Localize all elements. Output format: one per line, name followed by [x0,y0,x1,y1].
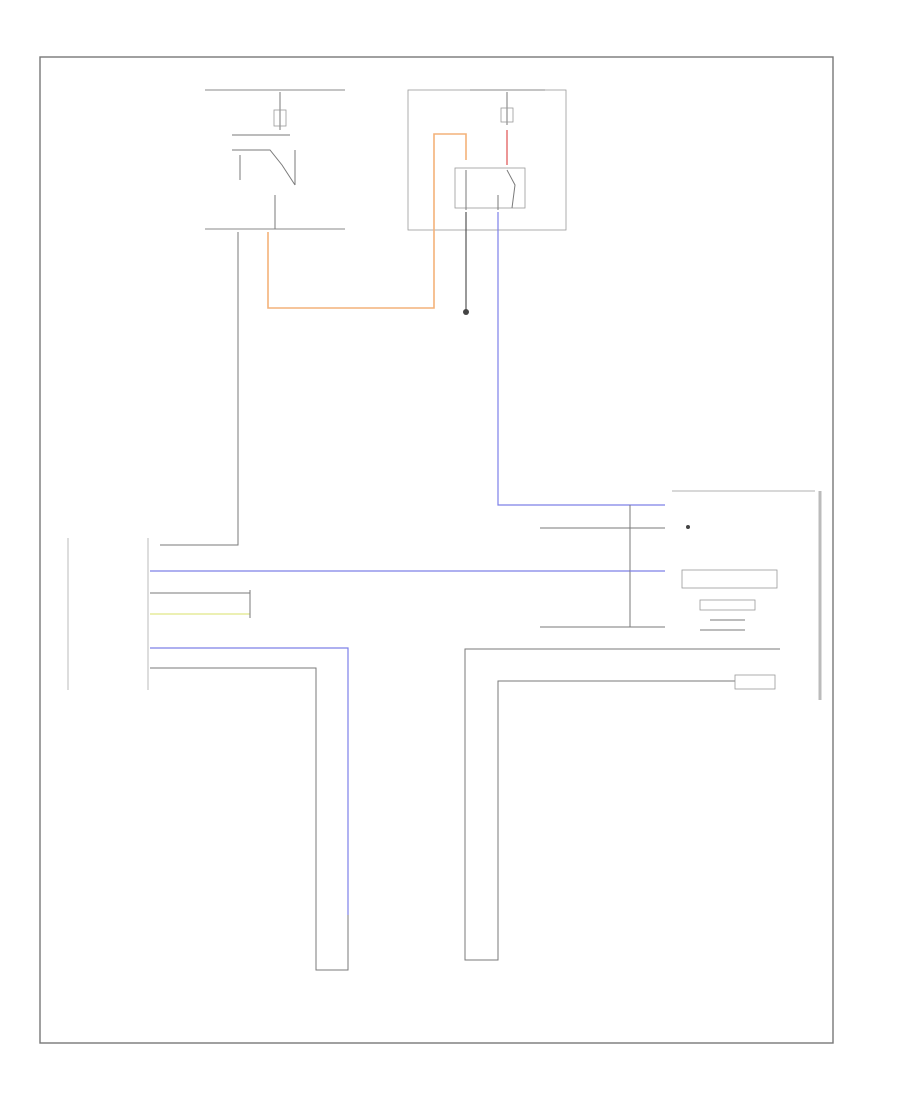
ecm-blue-wire-lower [150,647,349,915]
ecm-module [67,538,149,690]
relay-box-outline [407,89,567,231]
relay-ground-dot [463,309,469,315]
right-wire-a [464,648,780,915]
relay-box [407,89,567,231]
right-module [672,490,822,700]
gray-wire-ecm-top [160,232,239,546]
right-module-switch-box [681,569,778,589]
blue-wire-relay [497,212,665,506]
left-ground-loop [315,915,349,971]
relay-coil-box [454,167,526,209]
right-ground-loop [464,915,499,961]
switch-contact [232,149,296,186]
relay-fuse [500,107,514,123]
right-module-dot [686,525,690,529]
orange-wire [267,133,467,309]
right-wire-b [497,680,735,915]
fuse-block-left [205,89,345,230]
right-module-component [734,674,776,690]
fuse [273,109,287,127]
ecm-gray-wire-lower [150,667,317,915]
right-module-resistor [699,599,756,611]
diagram-frame [39,56,834,1044]
relay-contact [506,169,516,209]
